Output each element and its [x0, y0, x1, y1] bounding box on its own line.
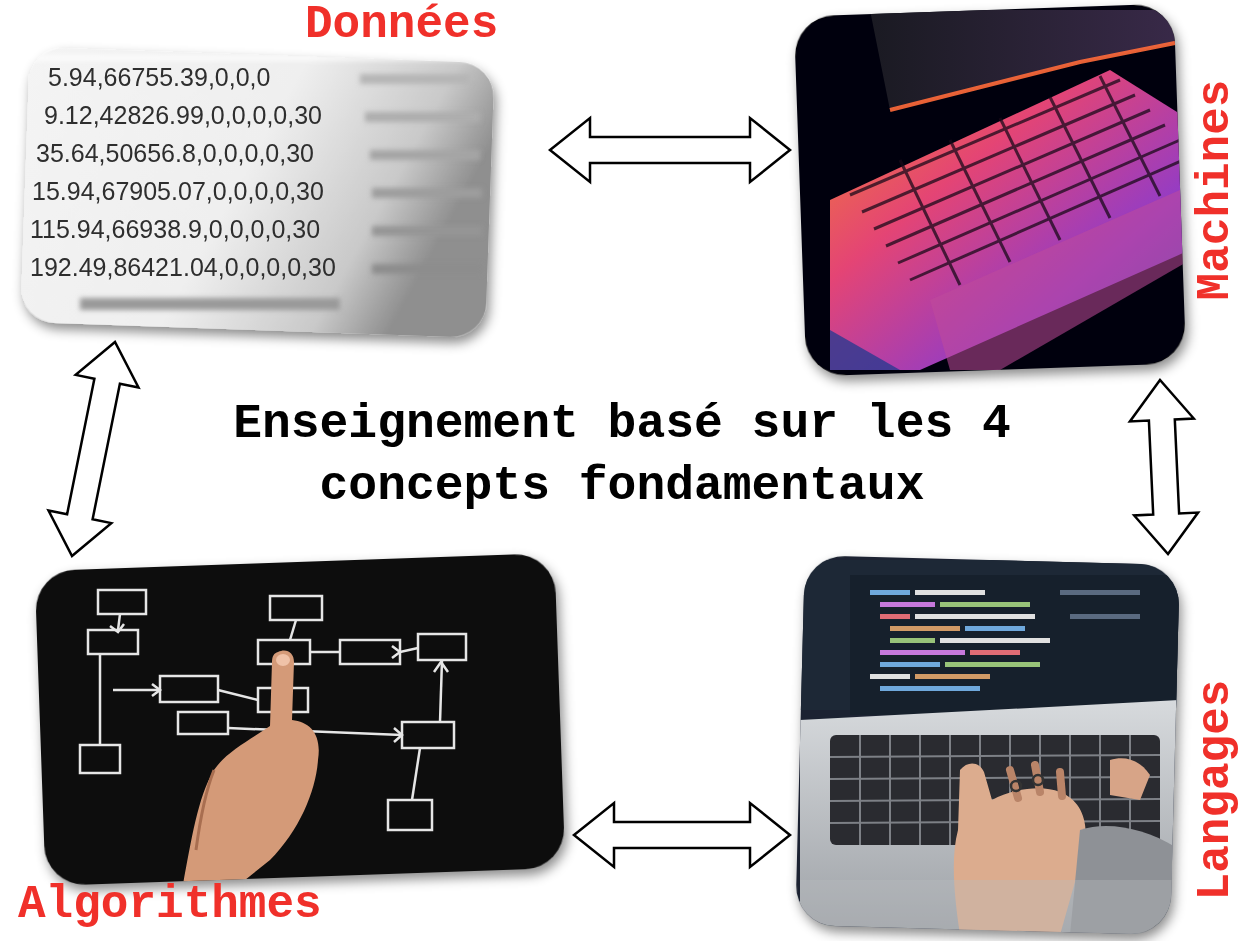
concept-card: Langages	[800, 560, 1175, 930]
blurred-figures	[25, 55, 490, 310]
data-figures: 115.94,66938.9,0,0,0,0,30	[30, 214, 320, 244]
data-figures: 192.49,86421.04,0,0,0,0,30	[30, 252, 336, 282]
coding-laptop-card	[795, 555, 1180, 935]
code-lines	[870, 590, 1140, 691]
double-arrow	[49, 342, 139, 556]
data-figures: 35.64,50656.8,0,0,0,0,30	[36, 138, 314, 168]
concept-label: Données	[305, 2, 498, 48]
flowchart-card	[35, 553, 566, 900]
concept-card: Algorithmes	[40, 562, 560, 877]
diagram-title: Enseignement basé sur les 4 concepts fon…	[212, 393, 1032, 518]
pointing-hand	[180, 650, 319, 900]
data-figures: 5.94,66755.39,0,0,0	[48, 62, 270, 92]
concept-label: Algorithmes	[18, 882, 322, 928]
concept-label: Langages	[1193, 680, 1239, 901]
double-arrow	[574, 803, 790, 867]
concept-card: Machines	[800, 10, 1180, 370]
laptop-card	[794, 3, 1190, 376]
double-arrow	[550, 118, 790, 182]
data-figures: 9.12,42826.99,0,0,0,0,30	[44, 100, 322, 130]
double-arrow	[1130, 380, 1198, 554]
data-figures: 15.94,67905.07,0,0,0,0,30	[32, 176, 324, 206]
concept-label: Machines	[1193, 80, 1239, 301]
data-card	[20, 47, 494, 338]
